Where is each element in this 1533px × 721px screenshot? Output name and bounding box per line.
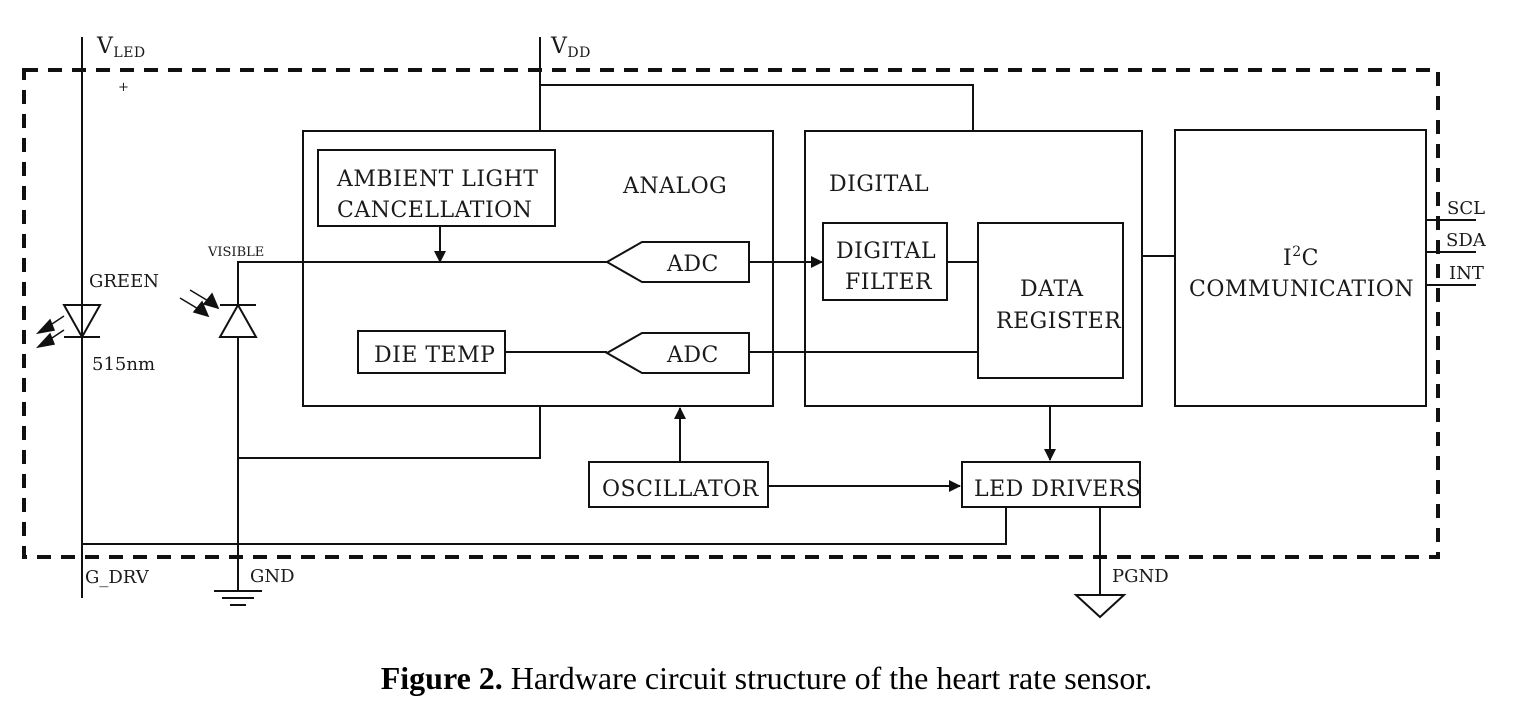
wavelength-label: 515nm (92, 354, 155, 375)
visible-label: VISIBLE (207, 245, 264, 260)
digital-block (804, 130, 1143, 407)
adc-bottom-label: ADC (666, 343, 719, 368)
pgnd-label: PGND (1112, 566, 1169, 587)
oscillator-label: OSCILLATOR (602, 477, 760, 502)
photodiode-triangle (218, 302, 258, 338)
sda-label: SDA (1446, 230, 1487, 251)
filter-line2: FILTER (845, 270, 933, 295)
photodiode-light-arrows (179, 289, 220, 318)
i2c-line2: COMMUNICATION (1189, 277, 1414, 302)
digital-title: DIGITAL (829, 172, 929, 197)
led-driver-gdrv-wire (82, 507, 1007, 545)
green-label: GREEN (89, 271, 159, 292)
figure-caption: Figure 2. Hardware circuit structure of … (0, 660, 1533, 697)
oscillator-box (588, 461, 769, 508)
caption-text: Hardware circuit structure of the heart … (502, 660, 1153, 696)
scl-label: SCL (1447, 198, 1485, 219)
register-line1: DATA (1020, 277, 1084, 302)
gnd-label: GND (250, 566, 295, 587)
analog-gnd-wire (238, 406, 541, 459)
led-drivers-label: LED DRIVERS (974, 477, 1141, 502)
led-emission-arrows (35, 315, 65, 349)
data-register-box (977, 222, 1124, 379)
i2c-line1: I2C (1283, 244, 1319, 271)
adc-top-label: ADC (666, 252, 719, 277)
ambient-light-box (317, 149, 556, 227)
int-label: INT (1449, 263, 1484, 284)
circuit-diagram: VLED + VDD GREEN 515nm VISIBLE AMBIENT L… (22, 34, 1487, 619)
led-drivers-box (961, 461, 1141, 508)
green-led-triangle (62, 304, 102, 340)
pgnd-symbol (1073, 594, 1127, 619)
photodiode-signal-wire (237, 261, 607, 305)
die-temp-label: DIE TEMP (374, 343, 495, 368)
register-line2: REGISTER (996, 309, 1122, 334)
filter-line1: DIGITAL (836, 239, 936, 264)
analog-title: ANALOG (622, 174, 727, 199)
i2c-block (1174, 129, 1427, 407)
g-drv-label: G_DRV (85, 567, 150, 588)
analog-block (302, 130, 774, 407)
vled-label: VLED (96, 34, 146, 61)
vdd-label: VDD (550, 34, 591, 61)
ambient-line2: CANCELLATION (337, 198, 532, 223)
ambient-line1: AMBIENT LIGHT (336, 167, 538, 192)
vled-plus: + (118, 80, 129, 95)
vdd-to-digital-wire (540, 84, 974, 131)
chip-boundary (22, 68, 1440, 559)
caption-label: Figure 2. (380, 660, 503, 696)
